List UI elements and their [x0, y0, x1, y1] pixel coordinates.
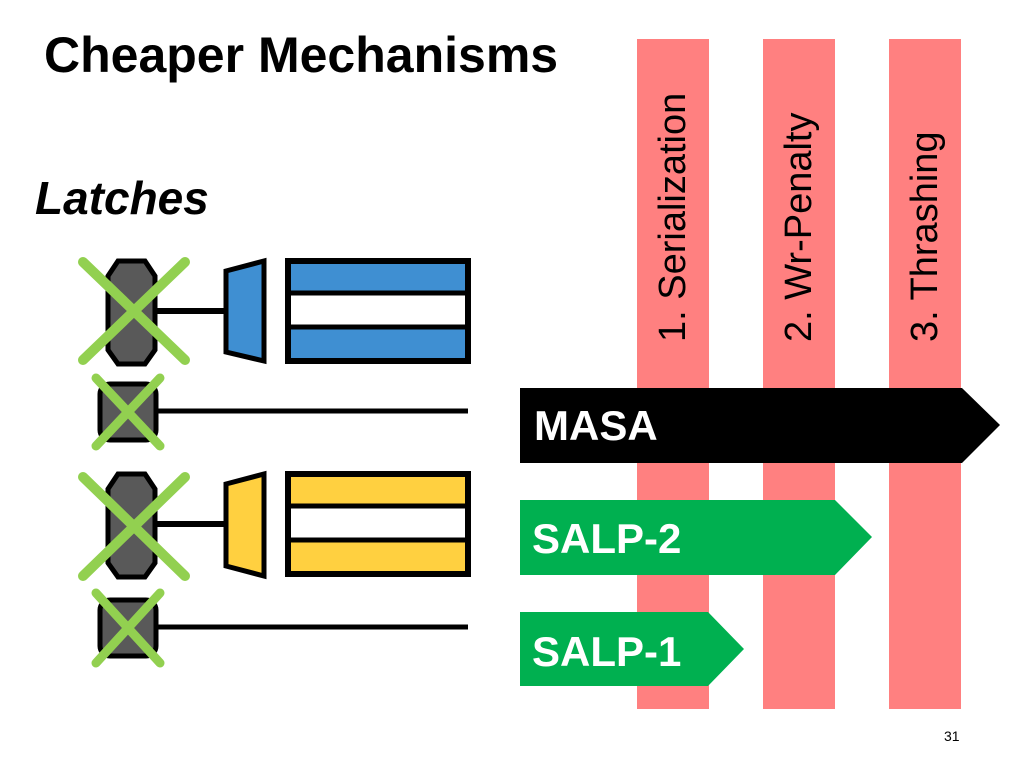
subarray-row — [291, 293, 465, 327]
salp-1-label: SALP-1 — [532, 628, 682, 675]
cross-icon — [91, 373, 165, 451]
page-number: 31 — [944, 728, 960, 744]
subarray-blue — [78, 257, 471, 367]
sense-amp-trapezoid — [223, 257, 267, 365]
global-line-1 — [91, 373, 468, 451]
column-serialization: 1. Serialization — [637, 39, 709, 709]
arrow-salp-1 — [520, 612, 744, 686]
salp-2-label: SALP-2 — [532, 515, 682, 562]
column-thrashing: 3. Thrashing — [889, 39, 961, 709]
arrow-salp-2 — [520, 500, 872, 575]
slide-title: Cheaper Mechanisms — [44, 27, 559, 83]
cross-icon — [78, 257, 190, 365]
global-line-2 — [91, 588, 468, 668]
column-wr-penalty: 2. Wr-Penalty — [763, 39, 835, 709]
subarray-row — [291, 506, 465, 540]
cross-icon — [91, 588, 165, 668]
cross-icon — [78, 472, 190, 581]
subarray-yellow — [78, 470, 471, 581]
masa-label: MASA — [534, 402, 658, 449]
sense-amp-trapezoid — [223, 470, 267, 580]
latches-heading: Latches — [35, 172, 209, 224]
arrow-masa — [520, 388, 1000, 463]
